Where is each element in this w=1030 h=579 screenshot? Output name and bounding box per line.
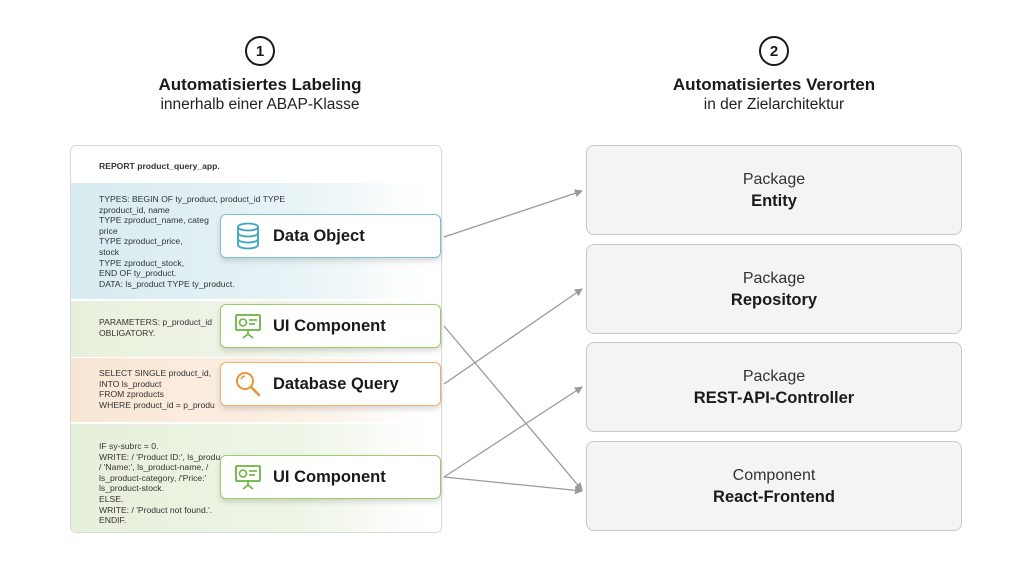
target-react-frontend-component: Component React-Frontend (586, 441, 962, 531)
arrow-ui-component-2-to-rest-controller (443, 386, 583, 478)
target-name: Entity (751, 191, 797, 210)
target-rest-api-controller-package: Package REST-API-Controller (586, 342, 962, 432)
label-ui-component-2: UI Component (220, 455, 441, 499)
arrow-database-query-to-repository (443, 288, 583, 385)
magnifier-icon (233, 369, 263, 399)
presentation-icon (233, 462, 263, 492)
target-kind: Component (732, 466, 816, 484)
right-subtitle: in der Zielarchitektur (703, 96, 845, 113)
step-1-badge: 1 (245, 36, 275, 66)
arrow-data-object-to-entity (443, 189, 583, 238)
target-kind: Package (742, 170, 806, 188)
label-data-object-text: Data Object (273, 226, 365, 245)
label-database-query-text: Database Query (273, 374, 399, 393)
target-kind: Package (742, 367, 806, 385)
target-kind: Package (742, 269, 806, 287)
arrow-ui-component-1-to-react-frontend (443, 325, 583, 491)
label-data-object: Data Object (220, 214, 441, 258)
label-ui-component-1: UI Component (220, 304, 441, 348)
label-ui-component-2-text: UI Component (273, 467, 386, 486)
left-subtitle: innerhalb einer ABAP-Klasse (160, 96, 360, 113)
arrow-ui-component-2-to-react-frontend (443, 476, 583, 495)
presentation-icon (233, 311, 263, 341)
label-ui-component-1-text: UI Component (273, 316, 386, 335)
target-repository-package: Package Repository (586, 244, 962, 334)
database-icon (233, 221, 263, 251)
target-entity-package: Package Entity (586, 145, 962, 235)
target-name: REST-API-Controller (693, 388, 855, 407)
target-name: React-Frontend (713, 487, 835, 506)
step-2-badge: 2 (759, 36, 789, 66)
left-title: Automatisiertes Labeling (158, 75, 362, 94)
label-database-query: Database Query (220, 362, 441, 406)
target-name: Repository (730, 290, 818, 309)
right-title: Automatisiertes Verorten (672, 75, 876, 94)
